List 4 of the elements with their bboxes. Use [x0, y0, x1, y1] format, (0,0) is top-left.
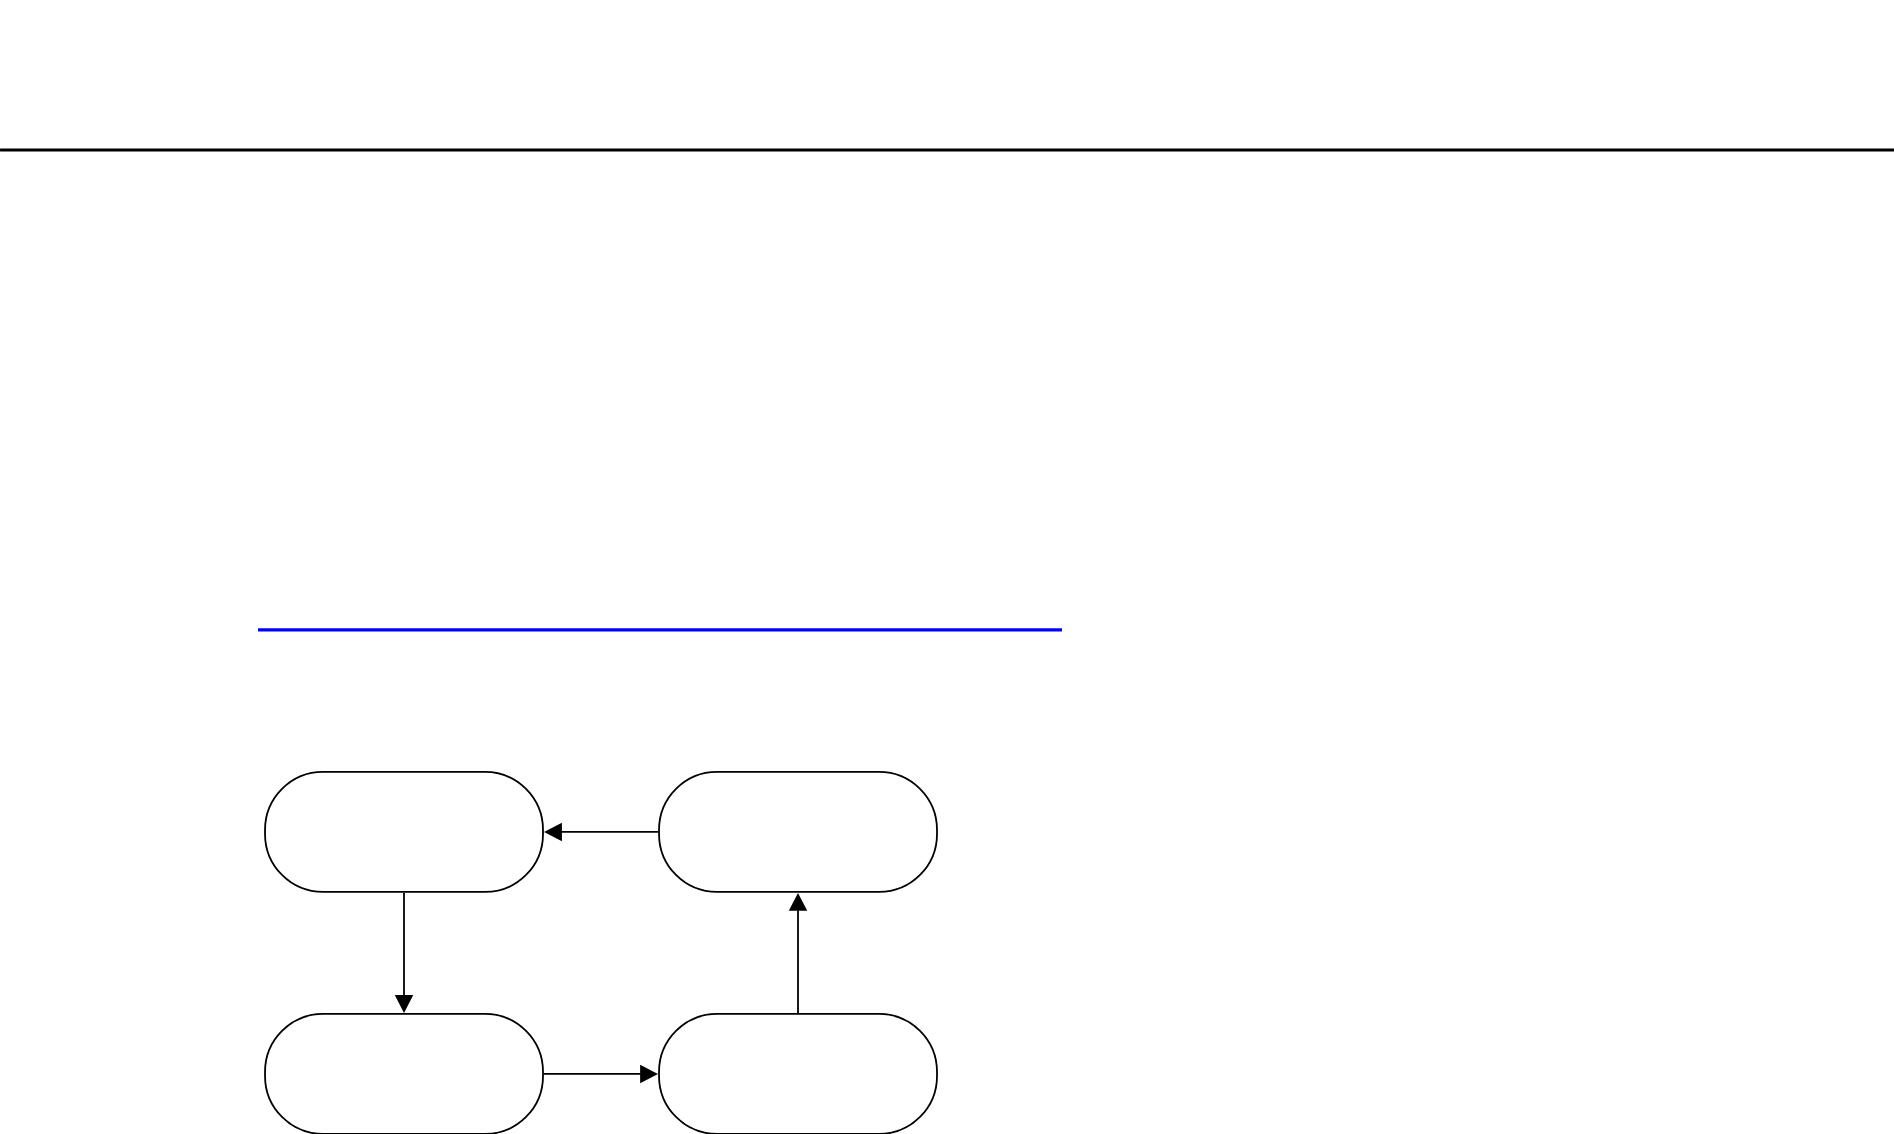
- rounded-box: [658, 1013, 938, 1134]
- rounded-box: [264, 771, 544, 893]
- rounded-box: [264, 1013, 544, 1134]
- rounded-box: [658, 771, 938, 893]
